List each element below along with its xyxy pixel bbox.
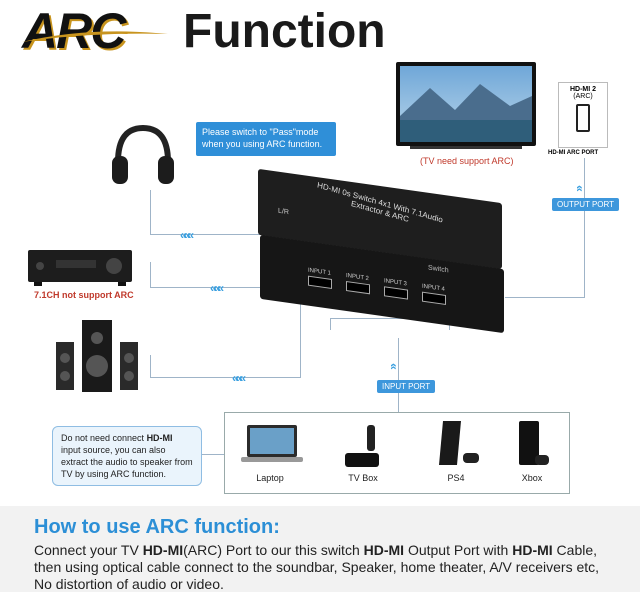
signal-arrow-icon: ««« (232, 371, 246, 385)
signal-arrow-icon: ««« (210, 281, 224, 295)
tv-box-icon (345, 425, 379, 467)
lr-label: L/R (278, 207, 289, 217)
howto-body: Connect your TV HD-MI(ARC) Port to our t… (34, 542, 634, 593)
output-port-label: OUTPUT PORT (552, 198, 620, 211)
hdmi-input-port: INPUT 3 (384, 278, 410, 300)
tv-arc-note: (TV need support ARC) (420, 156, 514, 166)
info-text-a: Do not need connect (61, 433, 147, 443)
ps4-console-icon (439, 421, 479, 465)
speaker-set-icon (56, 320, 138, 392)
input-port-label: INPUT PORT (377, 380, 436, 393)
info-text-b: HD-MI (146, 433, 173, 443)
howto-text: Output Port with (404, 542, 513, 558)
howto-text: (ARC) Port to our this switch (183, 542, 364, 558)
receiver-arc-note: 7.1CH not support ARC (34, 290, 134, 300)
port-label-line1: HD-MI 2 (569, 86, 597, 93)
switch-label: Switch (428, 264, 449, 275)
howto-section (0, 506, 640, 592)
source-label: PS4 (447, 473, 465, 483)
howto-text: Connect your TV (34, 542, 143, 558)
signal-arrow-icon: ««« (180, 228, 194, 242)
source-label: TV Box (348, 473, 378, 483)
howto-line2: then using optical cable connect to the … (34, 559, 600, 575)
port-label-line2: (ARC) (573, 93, 593, 100)
howto-text: HD-MI (142, 542, 184, 558)
hdmi-port-icon (576, 104, 590, 132)
howto-text: HD-MI (512, 542, 553, 558)
howto-line3: No distortion of audio or video. (34, 576, 224, 592)
arc-logo: ARC (22, 3, 126, 59)
info-box: Do not need connect HD-MI input source, … (52, 426, 202, 486)
signal-arrow-icon: « (386, 363, 401, 367)
source-label: Laptop (256, 473, 284, 483)
source-label: Xbox (521, 473, 543, 483)
source-devices-box: Laptop TV Box PS4 Xbox (224, 412, 570, 494)
hdmi-input-port: INPUT 4 (422, 284, 448, 306)
laptop-icon (241, 425, 303, 462)
headphones-icon (112, 124, 174, 184)
tv (396, 62, 536, 146)
logo-swoosh-icon (22, 31, 168, 42)
pass-mode-callout: Please switch to "Pass"mode when you usi… (196, 122, 336, 156)
xbox-console-icon (519, 421, 549, 465)
hdmi-input-port: INPUT 2 (346, 273, 372, 295)
info-text-c: input source, you can also extract the a… (61, 445, 193, 479)
tv-screen-landscape-icon (400, 66, 532, 142)
howto-text: Cable, (552, 542, 598, 558)
signal-arrow-icon: « (572, 185, 587, 189)
howto-text: HD-MI (363, 542, 405, 558)
device-label-line2: Extractor & ARC (350, 199, 410, 224)
hdmi-arc-port-caption: HD-MI ARC PORT (548, 150, 599, 156)
hdmi-input-port: INPUT 1 (308, 268, 334, 290)
page-title: Function (183, 5, 386, 58)
hdmi-arc-port-box: HD-MI 2 (ARC) (558, 82, 608, 148)
av-receiver-icon (28, 250, 132, 286)
howto-title: How to use ARC function: (34, 516, 280, 538)
device-label-line1: HD-MI 0s Switch 4x1 With 7.1Audio (316, 180, 444, 225)
